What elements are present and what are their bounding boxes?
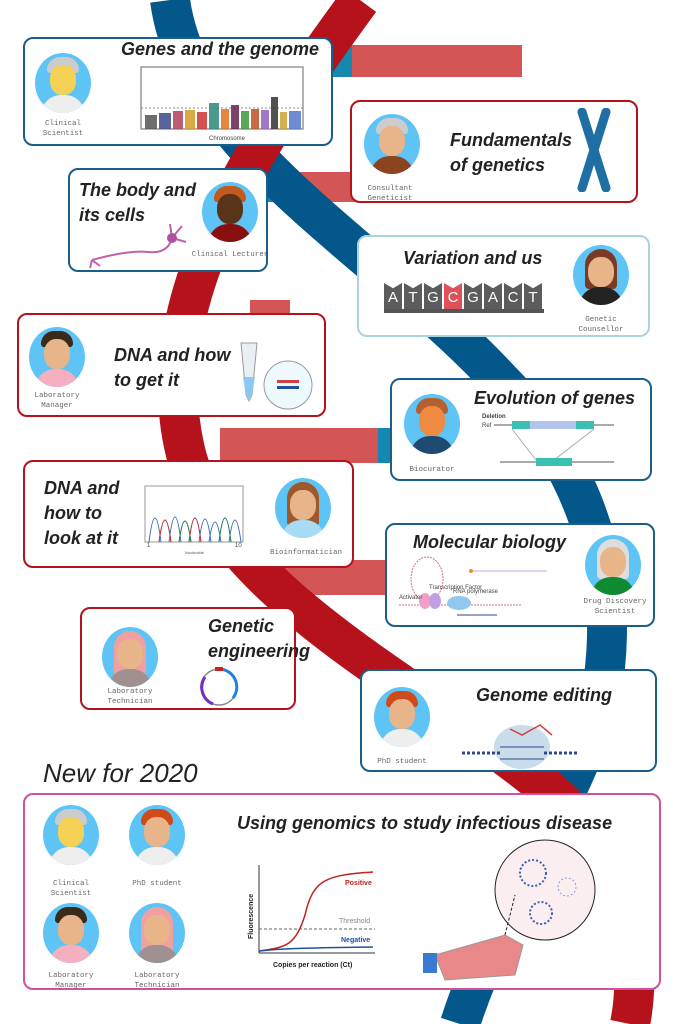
y-axis-label: Fluorescence (248, 894, 255, 939)
avatar-laboratory-technician (129, 903, 185, 963)
new-for-2020-heading: New for 2020 (43, 758, 198, 788)
base: G (424, 283, 442, 309)
manhattan-plot: Chromosome (140, 66, 304, 142)
tick: 1 (147, 543, 151, 548)
base: C (504, 283, 522, 309)
module-genome-editing[interactable]: PhD student Genome editing (360, 669, 657, 772)
base: G (464, 283, 482, 309)
role-label: Drug Discovery Scientist (583, 598, 647, 616)
base: A (384, 283, 402, 309)
role-label: PhD student (377, 758, 427, 766)
module-title-line: The body and (79, 180, 196, 200)
chromosome-icon (577, 108, 611, 192)
module-title-line: its cells (79, 205, 146, 225)
base: T (404, 283, 422, 309)
role-label: Genetic Counsellor (578, 316, 624, 334)
module-infectious-disease[interactable]: Clinical Scientist PhD student Laborator… (23, 793, 661, 990)
role-label: Clinical Scientist (50, 880, 92, 898)
module-title: Evolution of genes (474, 388, 636, 408)
negative-curve (258, 946, 374, 952)
x-axis-label: Chromosome (209, 136, 246, 142)
label: RNA polymerase (453, 589, 499, 595)
avatar-phd-student (129, 805, 185, 865)
sanger-trace: 1 10 (144, 485, 244, 548)
neuron-icon (89, 223, 187, 269)
tick: 10 (235, 543, 242, 548)
positive-label: Positive (345, 880, 372, 887)
module-title: Molecular biology (413, 532, 567, 552)
role-label: Biocurator (409, 466, 455, 474)
avatar-clinical-lecturer (202, 182, 258, 242)
crispr-icon (462, 724, 578, 769)
ref-label: Ref (482, 423, 492, 429)
role-label: Bioinformatician (269, 549, 342, 557)
label: Activator (399, 595, 422, 601)
role-label: Laboratory Technician (107, 688, 153, 706)
role-label: Clinical Lecturer (191, 251, 269, 259)
module-genes-and-genome[interactable]: Genes and the genome Clinical Scientist … (23, 37, 333, 146)
role-label: Clinical Scientist (42, 120, 84, 138)
avatar-drug-discovery-scientist (585, 535, 641, 595)
avatar-laboratory-manager (29, 327, 85, 387)
module-title-line: of genetics (450, 155, 546, 175)
negative-label: Negative (341, 937, 370, 944)
label: Transcription Factor (429, 585, 482, 591)
module-title: Genes and the genome (121, 39, 320, 59)
base-variant: C (444, 283, 462, 309)
avatar-phd-student (374, 687, 430, 747)
module-title: Using genomics to study infectious disea… (237, 813, 613, 833)
module-title-line: look at it (44, 528, 119, 548)
role-label: Consultant Geneticist (367, 185, 413, 203)
avatar-laboratory-technician (102, 627, 158, 687)
positive-curve (258, 871, 374, 952)
module-dna-how-to-get-it[interactable]: Laboratory Manager DNA and how to get it (17, 313, 326, 417)
deletion-label: Deletion (482, 414, 506, 420)
qpcr-chart: Positive Threshold Negative Copies per r… (248, 865, 375, 969)
x-axis-label: Nucleotide (185, 550, 204, 555)
role-label: Laboratory Manager (48, 972, 94, 990)
module-title-line: DNA and (44, 478, 120, 498)
avatar-clinical-scientist (35, 53, 91, 113)
module-title: Genome editing (476, 685, 613, 705)
role-label: Laboratory Technician (134, 972, 180, 990)
module-title-line: engineering (208, 641, 311, 661)
tube-icon (240, 342, 313, 410)
x-axis-label: Copies per reaction (Ct) (273, 962, 352, 969)
module-title-line: how to (44, 503, 102, 523)
plasmid-icon (200, 667, 239, 706)
role-label: PhD student (132, 880, 182, 888)
threshold-label: Threshold (339, 918, 370, 925)
module-dna-how-to-look-at-it[interactable]: DNA and how to look at it 1 10 Nucleotide… (23, 460, 354, 568)
module-title-line: to get it (114, 370, 179, 390)
avatar-bioinformatician (275, 478, 331, 538)
module-fundamentals-of-genetics[interactable]: Consultant Geneticist Fundamentals of ge… (350, 100, 638, 203)
virus-culture-flask-icon (423, 839, 596, 981)
module-title-line: Genetic (208, 616, 275, 636)
module-title-line: Fundamentals (450, 130, 573, 150)
role-label: Laboratory Manager (34, 392, 80, 410)
avatar-biocurator (404, 394, 460, 454)
module-body-and-cells[interactable]: The body and its cells Clinical Lecturer (68, 168, 268, 272)
avatar-genetic-counsellor (573, 245, 629, 305)
avatar-clinical-scientist (43, 805, 99, 865)
module-title: Variation and us (403, 248, 543, 268)
module-title-line: DNA and how (114, 345, 231, 365)
base: T (524, 283, 542, 309)
base: A (484, 283, 502, 309)
avatar-consultant-geneticist (364, 114, 420, 174)
avatar-laboratory-manager (43, 903, 99, 963)
module-genetic-engineering[interactable]: Laboratory Technician Genetic engineerin… (80, 607, 310, 710)
